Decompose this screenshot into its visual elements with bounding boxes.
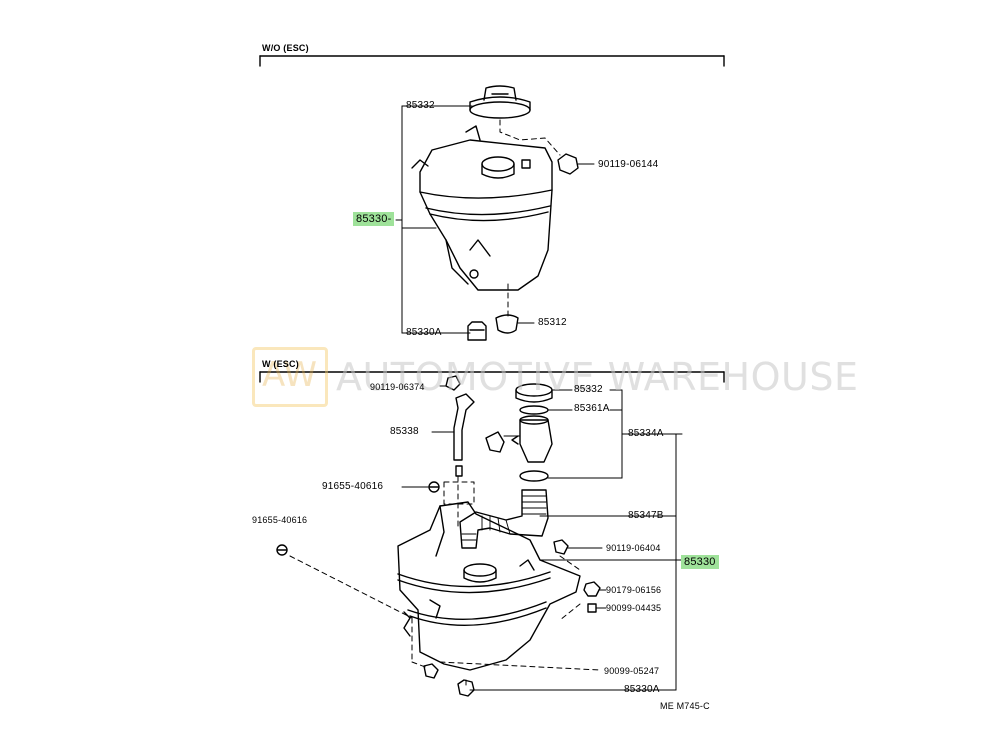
label-bottom-screw[interactable]: 90099-04435 — [606, 603, 662, 613]
section-title-without-esc: W/O (ESC) — [262, 43, 309, 53]
label-bottom-tube[interactable]: 85338 — [390, 426, 419, 437]
bottom-screw — [587, 603, 607, 613]
label-bottom-drain[interactable]: 85330A — [624, 684, 660, 695]
top-grommet — [495, 314, 535, 334]
label-bottom-cap[interactable]: 85332 — [574, 384, 603, 395]
label-top-cap[interactable]: 85332 — [406, 100, 435, 111]
diagram-code: ME M745-C — [660, 701, 710, 711]
bottom-filler-cap — [515, 383, 573, 403]
bottom-pin — [401, 481, 440, 493]
label-bottom-bolt-side[interactable]: 90119-06404 — [606, 543, 661, 553]
label-bottom-nut[interactable]: 90179-06156 — [606, 585, 662, 595]
top-bolt — [557, 153, 595, 175]
label-bottom-clip-left[interactable]: 91655-40616 — [322, 481, 384, 492]
bottom-top-bolt — [439, 375, 461, 391]
bottom-corrugated-hose — [459, 489, 549, 549]
bottom-left-pin — [276, 544, 288, 556]
label-bottom-clip-far[interactable]: 91655-40616 — [252, 515, 308, 525]
section-title-with-esc: W (ESC) — [262, 359, 299, 369]
bottom-side-bolt — [553, 539, 603, 555]
label-top-grommet[interactable]: 85312 — [538, 317, 567, 328]
label-bottom-hose[interactable]: 85347B — [628, 510, 664, 521]
label-bottom-filler[interactable]: 85334A — [628, 428, 664, 439]
top-section-bracket — [259, 55, 725, 67]
bottom-gasket — [519, 405, 573, 415]
label-bottom-gasket[interactable]: 85361A — [574, 403, 610, 414]
bottom-filler-neck — [511, 415, 553, 482]
bottom-drain-plug — [457, 679, 475, 697]
bottom-tube — [431, 393, 475, 477]
top-reservoir-tank — [411, 125, 553, 291]
label-bottom-tank[interactable]: 85330 — [681, 555, 719, 569]
watermark-logo: AW — [262, 355, 318, 395]
top-cap-dash — [499, 119, 561, 317]
label-bottom-bolt-top[interactable]: 90119-06374 — [370, 382, 425, 392]
bottom-reservoir-tank — [397, 501, 581, 671]
watermark-logo-frame — [252, 347, 328, 407]
label-top-tank[interactable]: 85330- — [353, 212, 395, 226]
bottom-lower-screw — [423, 663, 439, 679]
bottom-nut — [583, 581, 607, 597]
label-top-drain[interactable]: 85330A — [406, 327, 442, 338]
top-reservoir-cap — [469, 85, 531, 119]
bottom-section-bracket — [259, 371, 725, 383]
label-bottom-lower-screw[interactable]: 90099-05247 — [604, 666, 660, 676]
bottom-right-bracket — [469, 389, 683, 691]
watermark-text: AUTOMOTIVE WAREHOUSE — [336, 355, 859, 399]
top-drain-plug — [467, 321, 487, 341]
bottom-dash-lines — [289, 475, 601, 689]
label-top-bolt[interactable]: 90119-06144 — [598, 159, 659, 170]
top-group-bracket — [395, 105, 473, 334]
